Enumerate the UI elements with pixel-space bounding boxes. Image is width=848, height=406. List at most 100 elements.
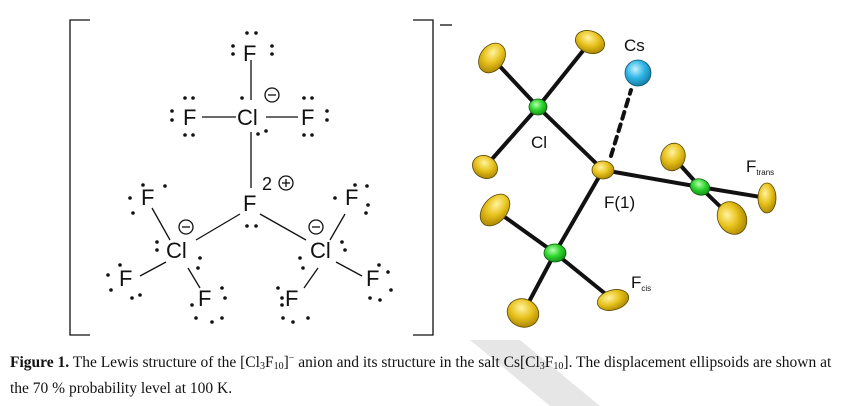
electron-dot — [325, 118, 329, 122]
electron-dot — [353, 183, 357, 187]
atom-f: F — [183, 105, 196, 130]
lewis-structure — [69, 19, 452, 336]
electron-dot — [118, 263, 122, 267]
electron-dot — [298, 256, 302, 260]
right-bracket — [413, 19, 434, 336]
electron-dot — [254, 31, 258, 35]
electron-dot — [386, 270, 390, 274]
atom-f: F — [366, 266, 379, 291]
electron-dot — [138, 293, 142, 297]
electron-dot — [231, 52, 235, 56]
atom-cl: Cl — [310, 238, 331, 263]
electron-dot — [109, 288, 113, 292]
electron-dot — [245, 224, 249, 228]
cl-ellipsoid — [528, 98, 548, 116]
electron-dot — [310, 96, 314, 100]
electron-dot — [223, 296, 227, 300]
f-ellipsoid — [716, 201, 748, 235]
electron-dot — [183, 96, 187, 100]
cs-label: Cs — [624, 36, 645, 55]
electron-dot — [270, 44, 274, 48]
electron-dot — [280, 303, 284, 307]
f1-ellipsoid — [591, 160, 615, 180]
f1-label: F(1) — [604, 193, 635, 212]
atom-cl: Cl — [166, 238, 187, 263]
atom-f: F — [141, 185, 154, 210]
electron-dot — [340, 240, 344, 244]
left-bracket — [69, 19, 90, 336]
f-ellipsoid — [506, 298, 540, 328]
electron-dot — [198, 256, 202, 260]
cs-contact-dashed — [609, 88, 633, 158]
f-ellipsoid — [660, 142, 686, 172]
electron-dot — [210, 320, 214, 324]
f-cis-ellipsoid — [596, 289, 630, 311]
electron-dot — [191, 133, 195, 137]
f-ellipsoid — [575, 30, 605, 54]
electron-dot — [194, 316, 198, 320]
cs-atom — [624, 59, 652, 87]
charge-number: 2 — [262, 174, 272, 194]
electron-dot — [366, 203, 370, 207]
electron-dot — [190, 303, 194, 307]
electron-dot — [183, 133, 187, 137]
chlorine-ellipsoids — [528, 98, 711, 263]
crystal-structure: Cs Cl F(1) Ftrans Fcis — [472, 30, 777, 328]
electron-dot — [377, 263, 381, 267]
f-ellipsoid — [472, 155, 498, 179]
atom-f: F — [345, 185, 358, 210]
electron-dot — [343, 248, 347, 252]
electron-dot — [163, 184, 167, 188]
electron-dot — [364, 211, 368, 215]
electron-dot — [365, 184, 369, 188]
electron-dot — [155, 248, 159, 252]
electron-dot — [196, 266, 200, 270]
electron-dot — [368, 296, 372, 300]
lewis-atoms: F Cl F F F 2 Cl F F F Cl F F F — [119, 41, 379, 311]
atom-f: F — [198, 286, 211, 311]
electron-dot — [240, 96, 244, 100]
atom-f-central: F — [243, 191, 256, 216]
fcis-label: Fcis — [631, 273, 651, 293]
figure-label: Figure 1. — [10, 354, 70, 371]
electron-dot — [333, 196, 337, 200]
electron-dot — [231, 44, 235, 48]
electron-dot — [130, 296, 134, 300]
electron-dot — [254, 224, 258, 228]
electron-dot — [310, 133, 314, 137]
electron-dot — [281, 316, 285, 320]
electron-dot — [170, 118, 174, 122]
cl-label: Cl — [531, 133, 547, 152]
cl-ellipsoid — [689, 178, 711, 196]
f-ellipsoid — [478, 42, 506, 74]
electron-dot — [128, 196, 132, 200]
electron-dot — [280, 296, 284, 300]
electron-dot — [131, 211, 135, 215]
electron-dot — [256, 132, 260, 136]
electron-dot — [264, 129, 268, 133]
electron-dot — [302, 133, 306, 137]
atom-f: F — [243, 41, 256, 66]
cl-ellipsoid — [543, 243, 567, 263]
lone-pair-dots — [106, 31, 393, 324]
ftrans-label: Ftrans — [746, 157, 774, 177]
f-trans-ellipsoid — [757, 182, 777, 214]
electron-dot — [302, 96, 306, 100]
watermark — [470, 340, 600, 406]
electron-dot — [220, 286, 224, 290]
electron-dot — [306, 316, 310, 320]
electron-dot — [170, 109, 174, 113]
fluorine-ellipsoids — [472, 30, 777, 328]
electron-dot — [276, 286, 280, 290]
electron-dot — [301, 266, 305, 270]
electron-dot — [291, 320, 295, 324]
electron-dot — [220, 316, 224, 320]
electron-dot — [270, 52, 274, 56]
electron-dot — [106, 273, 110, 277]
electron-dot — [141, 183, 145, 187]
electron-dot — [191, 96, 195, 100]
atom-cl: Cl — [237, 105, 258, 130]
electron-dot — [325, 109, 329, 113]
f-ellipsoid — [479, 193, 511, 227]
